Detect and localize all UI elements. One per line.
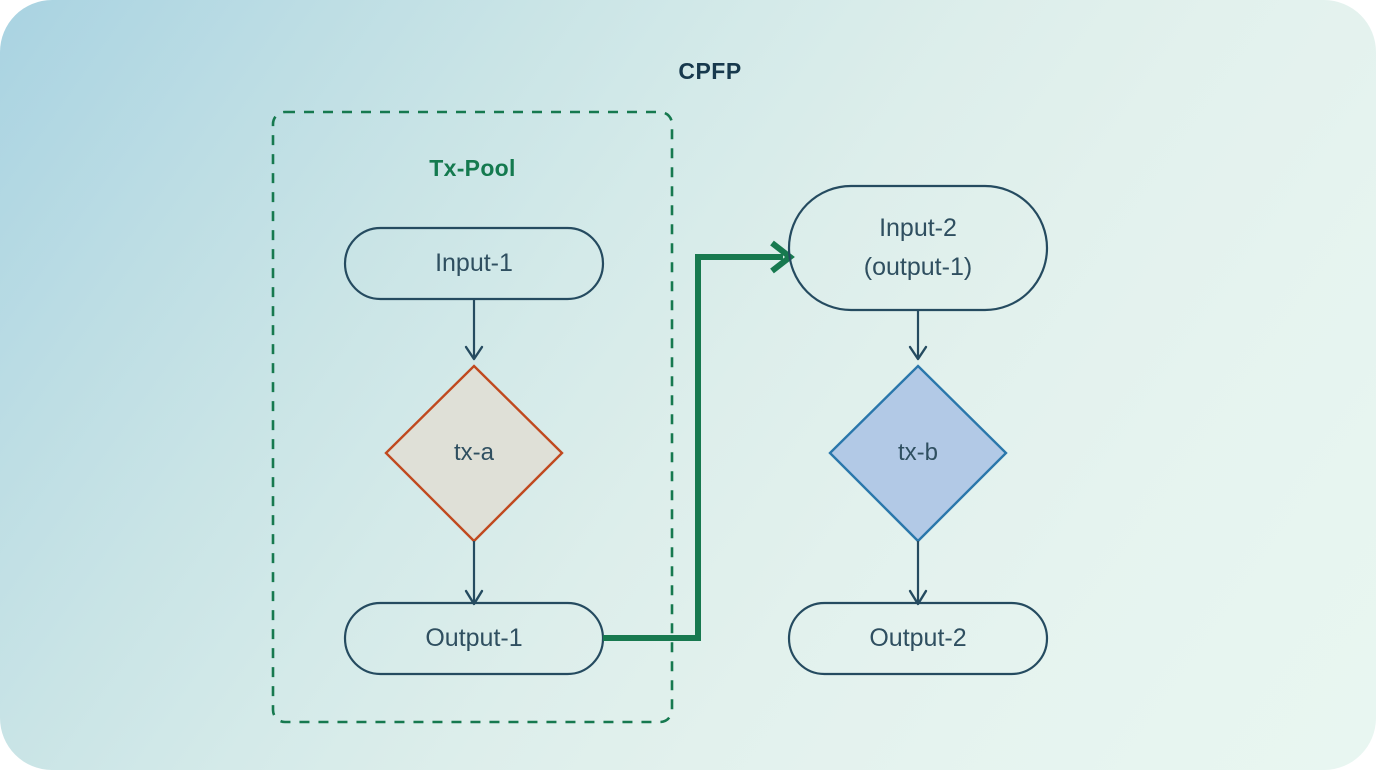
node-output-2-shape[interactable] <box>787 601 1049 676</box>
tx-pool-dashed-boundary <box>271 110 674 724</box>
edge-output1-input2-path <box>603 254 783 641</box>
node-output-1-shape[interactable] <box>343 601 605 676</box>
node-tx-b-shape[interactable] <box>828 364 1008 543</box>
tx-pool-group-label: Tx-Pool <box>429 155 516 181</box>
edge-input2-txb-arrowhead <box>908 345 928 361</box>
diagram-title: CPFP <box>678 58 742 84</box>
node-input-1-shape[interactable] <box>343 226 605 301</box>
edge-input1-txa-arrowhead <box>464 345 484 361</box>
node-tx-a-shape[interactable] <box>384 364 564 543</box>
node-input-2-shape[interactable] <box>787 184 1049 312</box>
